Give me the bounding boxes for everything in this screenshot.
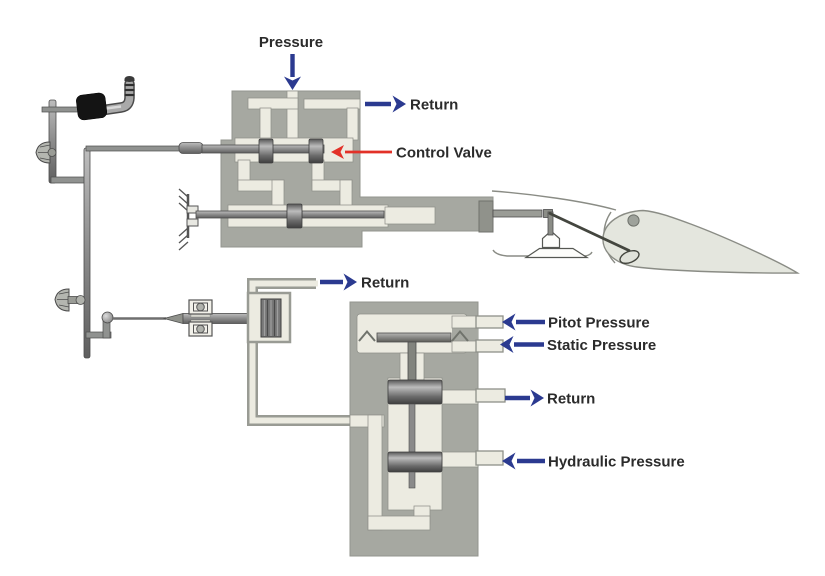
- mount-base: [524, 247, 590, 259]
- control-valve-callout-arrow: [331, 145, 392, 159]
- control-valve-label: Control Valve: [396, 145, 492, 162]
- pivot-bracket-upper: [35, 141, 57, 164]
- fairing-top-line: [491, 190, 617, 211]
- hinge-point: [627, 214, 640, 227]
- static-port-tube: [475, 339, 504, 353]
- return-lower-flow-arrow: [505, 389, 544, 407]
- return-lower-label: Return: [547, 391, 595, 408]
- pivot-bracket-lower: [54, 288, 86, 312]
- metering-spool-lower: [387, 451, 443, 473]
- metering-spool-upper: [387, 379, 443, 405]
- static-flow-arrow: [500, 336, 544, 353]
- stick-grip-block: [76, 92, 108, 121]
- control-rod-collar: [178, 142, 204, 154]
- spool-stem-lower: [408, 471, 416, 489]
- diaphragm-stem: [407, 341, 417, 381]
- rod-guide-bearing-bottom: [188, 319, 213, 337]
- pressure-flow-arrow: [284, 54, 301, 90]
- pitot-port-tube: [475, 315, 504, 329]
- static-pressure-label: Static Pressure: [547, 337, 656, 354]
- elevator-section: [491, 190, 800, 274]
- control-horn: [619, 249, 640, 265]
- vertical-control-rod: [83, 147, 91, 359]
- cylinder-end-cap: [478, 200, 494, 233]
- fixed-anchor: [178, 188, 199, 251]
- barometric-control-block: [349, 301, 506, 557]
- supply-pipe-outer: [247, 340, 352, 426]
- surface-drive-rod: [492, 209, 543, 218]
- spool-stem: [408, 403, 416, 453]
- relief-valve-and-pipes: [246, 278, 352, 426]
- pitot-pressure-label: Pitot Pressure: [548, 315, 650, 332]
- rod-taper: [162, 313, 184, 324]
- return-mid-flow-arrow: [320, 273, 357, 291]
- return-top-label: Return: [410, 97, 458, 114]
- rod-guide-bearing-top: [188, 299, 213, 318]
- pitot-flow-arrow: [502, 313, 545, 331]
- return-top-flow-arrow: [365, 95, 406, 113]
- hydraulic-flow-arrow: [502, 452, 545, 470]
- return-port-tube: [475, 388, 506, 403]
- bellcrank-elbow: [85, 311, 114, 339]
- vertical-link: [547, 211, 554, 236]
- supply-pipe-core: [249, 340, 352, 424]
- pressure-label: Pressure: [259, 34, 323, 51]
- hydraulic-pressure-label: Hydraulic Pressure: [548, 454, 685, 471]
- actuator-rod-left: [195, 210, 288, 219]
- link-mount-bracket: [541, 230, 561, 249]
- flow-arrows: [284, 54, 545, 470]
- actuator-piston: [286, 203, 303, 229]
- stick-lower-arm: [50, 176, 88, 184]
- horizontal-control-rod: [85, 145, 182, 152]
- relief-valve-piston: [260, 298, 282, 338]
- labels: Pressure Return Control Valve Return Pit…: [259, 34, 685, 471]
- hydraulic-port-tube: [475, 450, 504, 466]
- stick-crossbar: [41, 106, 83, 113]
- return-mid-label: Return: [361, 275, 409, 292]
- control-stick-assembly: [35, 76, 265, 359]
- control-valve-spool: [258, 138, 324, 164]
- elevator-linkage: [543, 209, 640, 265]
- stick-handle: [98, 76, 135, 116]
- actuator-rod-right: [301, 210, 385, 219]
- control-valve-and-actuator: [178, 90, 543, 251]
